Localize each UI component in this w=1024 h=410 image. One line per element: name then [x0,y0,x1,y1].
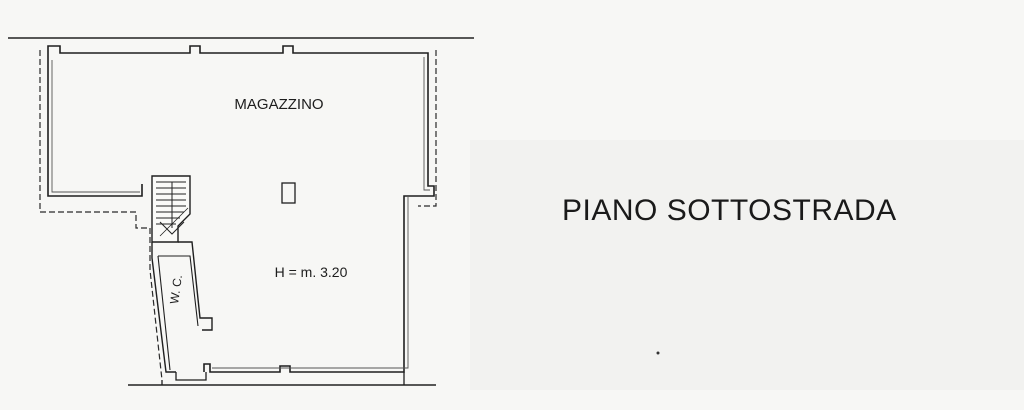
wc-wall-left [151,242,176,373]
bottom-entry [175,372,207,381]
wc-wall-right [178,241,213,331]
pillar [281,182,296,204]
drawing-title: PIANO SOTTOSTRADA [562,194,897,227]
height-label: H = m. 3.20 [275,264,348,280]
inner-wall-line [51,60,140,193]
inner-wall-line-bottom [212,196,409,369]
wc-inner-left [157,255,171,371]
scan-shading [470,140,1024,390]
staircase [151,175,191,243]
main-wall-left [47,58,143,197]
wc-label: W. C. [167,274,185,305]
outer-wall-dashed [39,50,163,381]
inner-wall-line-right [423,57,430,191]
stray-mark [656,351,660,355]
outer-wall-dashed-right [418,50,437,207]
room-name-label: MAGAZZINO [234,96,323,113]
main-wall-outline [47,45,435,373]
wc-inner [158,255,199,327]
